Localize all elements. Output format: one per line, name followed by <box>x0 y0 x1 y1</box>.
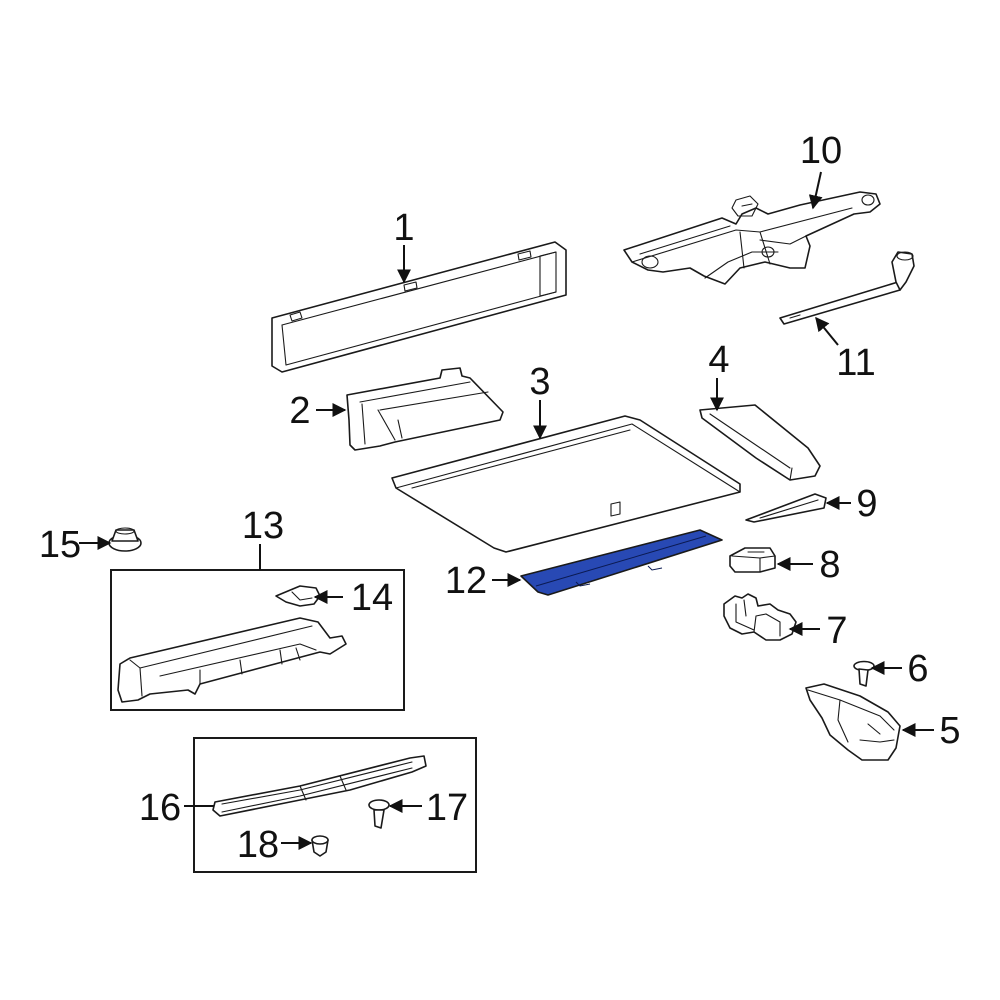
part-15-cap[interactable] <box>108 527 142 552</box>
part-7-holder-bracket[interactable] <box>723 593 797 641</box>
part-5-storage-tray[interactable] <box>805 683 901 761</box>
part-2-trim-block[interactable] <box>346 367 504 451</box>
callout-9: 9 <box>856 483 877 525</box>
callout-11: 11 <box>836 342 875 384</box>
part-12-floor-panel-highlighted[interactable] <box>520 529 723 596</box>
callout-labels: 1 2 3 4 5 6 7 8 9 10 11 12 13 14 15 16 1… <box>39 130 961 866</box>
callout-7: 7 <box>826 610 847 652</box>
part-17-screw[interactable] <box>368 799 390 829</box>
part-16-scuff-plate[interactable] <box>212 755 427 817</box>
part-9-wedge-pad[interactable] <box>745 493 827 523</box>
callout-18: 18 <box>237 824 279 866</box>
part-4-side-cover[interactable] <box>699 404 821 481</box>
callout-5: 5 <box>939 710 960 752</box>
part-11-jack-handle[interactable] <box>779 251 915 325</box>
part-1-side-trim-panel[interactable] <box>271 241 567 373</box>
callout-17: 17 <box>426 787 468 829</box>
part-10-jack[interactable] <box>623 191 881 285</box>
callout-13: 13 <box>242 505 284 547</box>
group-13-frame <box>110 569 405 711</box>
callout-1: 1 <box>393 207 414 249</box>
part-14-clip-cover[interactable] <box>275 585 321 607</box>
callout-3: 3 <box>529 361 550 403</box>
leader-arrows <box>79 171 934 850</box>
callout-15: 15 <box>39 524 81 566</box>
callout-2: 2 <box>289 390 310 432</box>
callout-6: 6 <box>907 648 928 690</box>
callout-14: 14 <box>351 577 393 619</box>
part-3-floor-board[interactable] <box>391 415 741 553</box>
callout-10: 10 <box>800 130 842 172</box>
part-6-clip[interactable] <box>853 660 875 687</box>
part-13-step-cover[interactable] <box>117 617 347 703</box>
callout-4: 4 <box>708 339 729 381</box>
part-8-pad[interactable] <box>729 547 776 573</box>
callout-12: 12 <box>445 560 487 602</box>
part-18-nut[interactable] <box>311 835 329 857</box>
callout-8: 8 <box>819 544 840 586</box>
callout-16: 16 <box>139 787 181 829</box>
